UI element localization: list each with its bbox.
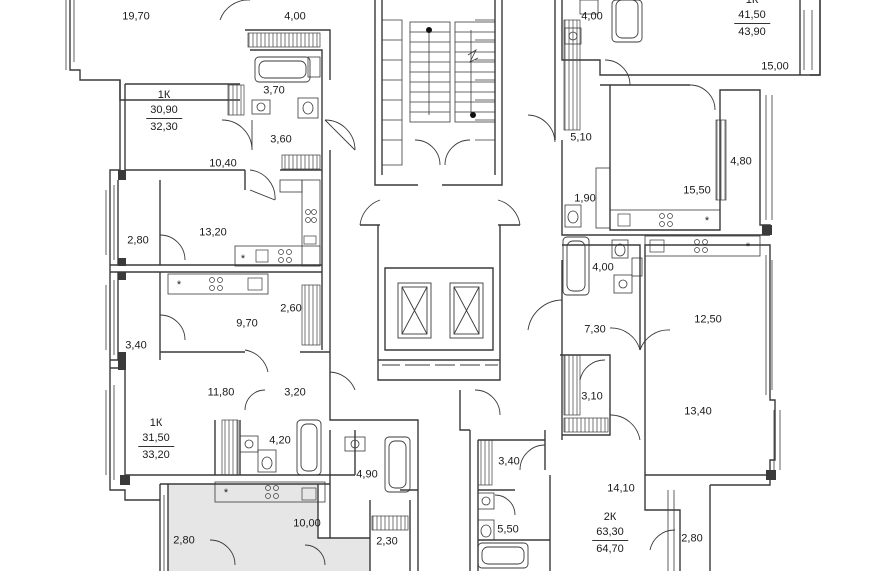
- room-area-label: 4,00: [581, 10, 603, 23]
- room-area-label: 11,80: [207, 386, 235, 399]
- utility-shafts: [221, 19, 727, 531]
- doors: [159, 0, 716, 566]
- apartment-label: 1К 31,50 33,20: [138, 418, 174, 461]
- highlighted-apartment: [168, 484, 370, 571]
- sanitary-fixtures: [239, 0, 643, 541]
- apartment-type: 1К: [157, 89, 171, 101]
- room-area-label: 14,10: [607, 482, 635, 495]
- room-area-label: 13,20: [199, 226, 227, 239]
- apartment-total-area: 32,30: [150, 121, 178, 133]
- room-area-label: 2,80: [173, 534, 195, 547]
- stove-mark: *: [177, 279, 182, 291]
- room-area-label: 19,70: [122, 10, 150, 23]
- stove-mark: *: [746, 241, 751, 253]
- room-area-label: 4,00: [592, 261, 614, 274]
- stove-mark: *: [224, 487, 229, 499]
- kitchen-counters: [167, 179, 761, 503]
- apartment-living-area: 31,50: [138, 431, 174, 447]
- apartment-type: 1К: [745, 0, 759, 6]
- apartment-label: 2К 63,30 64,70: [592, 512, 628, 555]
- stove-marks: * * * * *: [177, 215, 751, 499]
- room-area-label: 3,10: [581, 390, 603, 403]
- staircase: [382, 19, 496, 166]
- room-area-label: 15,00: [761, 60, 789, 73]
- apartment-total-area: 64,70: [596, 543, 624, 555]
- columns: [118, 170, 776, 485]
- room-area-label: 4,00: [284, 10, 306, 23]
- apartment-label: 1К 30,90 32,30: [146, 90, 182, 133]
- room-area-label: 9,70: [236, 317, 258, 330]
- apartment-type: 1К: [149, 417, 163, 429]
- apartment-type: 2К: [603, 511, 617, 523]
- room-area-label: 15,50: [683, 184, 711, 197]
- room-area-label: 12,50: [694, 313, 722, 326]
- room-area-label: 4,90: [356, 468, 378, 481]
- room-area-label: 2,30: [376, 535, 398, 548]
- apartment-total-area: 33,20: [142, 449, 170, 461]
- room-area-label: 10,00: [293, 517, 321, 530]
- room-area-label: 3,70: [263, 84, 285, 97]
- apartment-living-area: 30,90: [146, 103, 182, 119]
- room-area-label: 2,80: [681, 532, 703, 545]
- room-area-label: 13,40: [684, 405, 712, 418]
- room-area-label: 4,80: [730, 155, 752, 168]
- elevator-shafts: [382, 282, 498, 366]
- room-area-label: 5,10: [570, 131, 592, 144]
- stoves: [209, 209, 708, 501]
- stove-mark: *: [241, 253, 246, 265]
- stair-markers: [426, 27, 476, 118]
- room-area-label: 2,60: [280, 302, 302, 315]
- room-area-label: 3,40: [125, 339, 147, 352]
- room-area-label: 3,60: [270, 133, 292, 146]
- windows: [65, 0, 813, 571]
- room-area-label: 2,80: [127, 234, 149, 247]
- room-area-label: 3,20: [284, 386, 306, 399]
- room-area-label: 1,90: [574, 192, 596, 205]
- stove-mark: *: [705, 215, 710, 227]
- apartment-living-area: 41,50: [734, 8, 770, 24]
- apartment-label: 1К 41,50 43,90: [734, 0, 770, 38]
- room-area-label: 5,50: [497, 523, 519, 536]
- bathtubs: [254, 0, 643, 569]
- room-area-label: 10,40: [209, 157, 237, 170]
- room-area-label: 3,40: [498, 455, 520, 468]
- room-area-label: 4,20: [269, 434, 291, 447]
- apartment-total-area: 43,90: [738, 26, 766, 38]
- apartment-living-area: 63,30: [592, 525, 628, 541]
- room-area-label: 7,30: [584, 323, 606, 336]
